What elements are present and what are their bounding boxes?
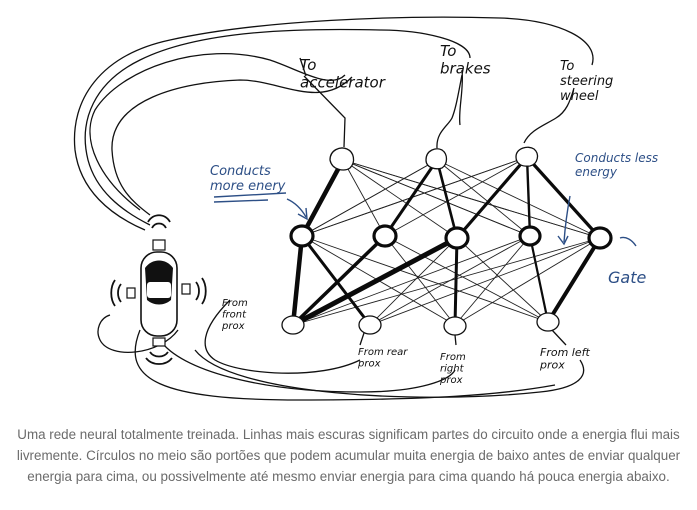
output-node-accelerator bbox=[329, 147, 355, 171]
input-node-front bbox=[281, 315, 305, 335]
output-node-brakes bbox=[425, 148, 448, 170]
input-nodes bbox=[281, 312, 567, 346]
annotation-gate: Gate bbox=[608, 268, 646, 287]
sensor-wave-icons bbox=[110, 214, 207, 365]
input-node-right bbox=[443, 316, 467, 336]
car-icon bbox=[126, 239, 191, 347]
gate-node bbox=[289, 224, 315, 248]
network-edges-thick bbox=[290, 155, 602, 328]
input-node-rear bbox=[358, 315, 382, 335]
gate-node bbox=[444, 226, 470, 250]
gate-nodes bbox=[289, 224, 613, 250]
gate-node bbox=[518, 225, 542, 247]
input-node-left bbox=[536, 312, 560, 332]
output-nodes bbox=[303, 74, 575, 171]
figure-caption: Uma rede neural totalmente treinada. Lin… bbox=[16, 427, 681, 484]
annotation-arrows bbox=[213, 192, 637, 247]
gate-node bbox=[587, 226, 613, 250]
output-node-steering bbox=[515, 146, 539, 167]
gate-node bbox=[372, 224, 398, 248]
